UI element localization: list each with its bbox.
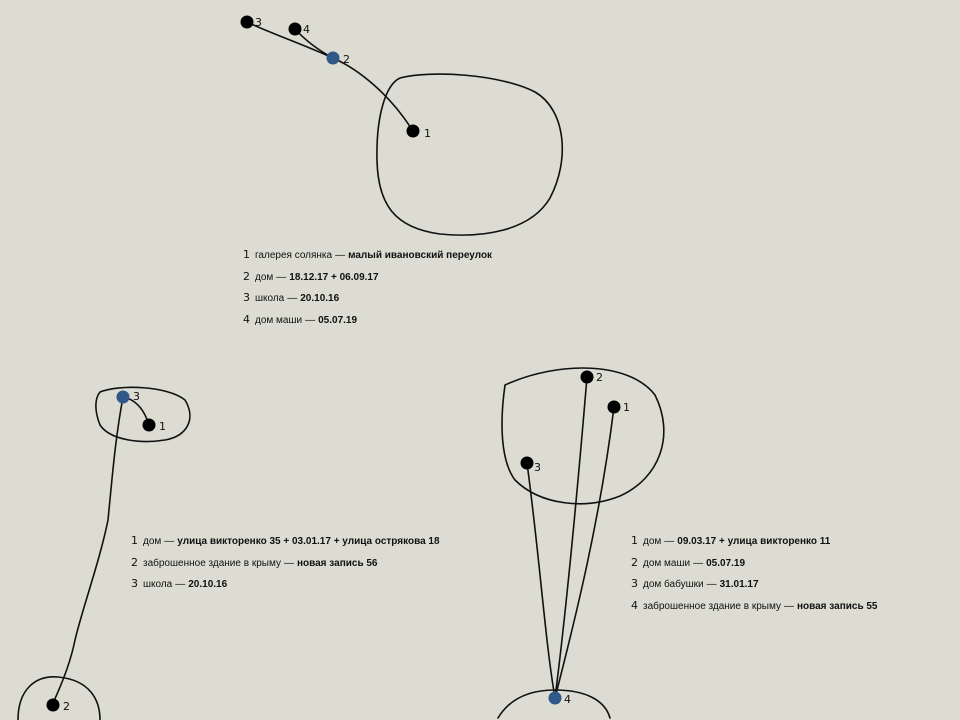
legend-row: 3 дом бабушки — 31.01.17 <box>631 577 878 599</box>
legend-row: 3 школа — 20.10.16 <box>131 577 440 599</box>
legend-separator: — <box>276 271 287 283</box>
map-2: 3 1 2 <box>17 386 191 720</box>
legend-number: 3 <box>631 577 638 590</box>
map3-point-4-label: 4 <box>564 693 571 706</box>
map3-point-1-label: 1 <box>623 401 630 414</box>
map3-point-2-label: 2 <box>596 371 603 384</box>
legend-separator: — <box>706 579 717 590</box>
legend-number: 2 <box>131 555 138 569</box>
legend-value: 20.10.16 <box>300 293 340 304</box>
legend-separator: — <box>164 536 175 547</box>
map2-region-outline-bottom <box>17 676 101 720</box>
map1-path-2-to-1 <box>332 57 414 132</box>
map-1: 1 2 3 4 <box>240 15 564 236</box>
legend-value: новая запись 56 <box>296 557 378 569</box>
map3-legend: 1 дом — 09.03.17 + улица викторенко 11 2… <box>631 534 878 620</box>
legend-value: 09.03.17 + улица викторенко 11 <box>677 536 831 547</box>
legend-row: 2 заброшенное здание в крыму — новая зап… <box>131 556 440 578</box>
map2-point-3 <box>116 390 130 404</box>
legend-row: 3 школа — 20.10.16 <box>243 291 492 313</box>
legend-separator: — <box>175 579 186 590</box>
legend-description: школа <box>255 293 285 304</box>
map3-point-1 <box>607 400 621 414</box>
map1-legend: 1 галерея солянка — малый ивановский пер… <box>243 248 492 334</box>
legend-description: дом маши <box>255 314 303 326</box>
legend-value: 20.10.16 <box>188 579 228 590</box>
legend-description: дом маши <box>643 557 691 569</box>
legend-separator: — <box>283 557 294 569</box>
map1-point-2-label: 2 <box>343 53 350 66</box>
legend-number: 2 <box>631 555 638 569</box>
map2-region-outline <box>95 386 191 443</box>
map2-point-1 <box>142 418 156 432</box>
map3-region-outline <box>501 367 665 505</box>
legend-separator: — <box>287 293 298 304</box>
legend-value: 05.07.19 <box>706 557 746 569</box>
legend-separator: — <box>664 536 675 547</box>
legend-row: 1 галерея солянка — малый ивановский пер… <box>243 248 492 270</box>
legend-row: 2 дом маши — 05.07.19 <box>631 556 878 578</box>
map1-region-outline <box>376 73 564 236</box>
legend-row: 4 дом маши — 05.07.19 <box>243 313 492 335</box>
legend-description: дом <box>255 271 274 283</box>
map2-point-3-label: 3 <box>133 390 140 403</box>
legend-description: дом <box>143 536 162 547</box>
map1-point-3-label: 3 <box>255 16 262 29</box>
legend-number: 4 <box>631 598 638 612</box>
map3-path-4-to-1 <box>554 406 615 699</box>
legend-number: 4 <box>243 312 250 326</box>
map2-point-1-label: 1 <box>159 420 166 433</box>
legend-number: 3 <box>243 291 250 304</box>
map1-path-3-to-2 <box>246 21 334 59</box>
map1-point-4-label: 4 <box>303 23 310 36</box>
map2-path-3-to-2 <box>52 396 124 704</box>
map-3: 2 1 3 4 <box>497 367 665 719</box>
map3-path-4-to-3 <box>526 462 556 699</box>
legend-description: дом бабушки <box>643 579 704 590</box>
legend-description: заброшенное здание в крыму <box>643 600 781 612</box>
map3-point-3-label: 3 <box>534 461 541 474</box>
legend-value: 05.07.19 <box>318 314 358 326</box>
map2-legend: 1 дом — улица викторенко 35 + 03.01.17 +… <box>131 534 440 599</box>
legend-value: 18.12.17 + 06.09.17 <box>289 271 379 283</box>
map3-point-3 <box>520 456 534 470</box>
legend-value: улица викторенко 35 + 03.01.17 + улица о… <box>177 536 440 547</box>
legend-description: галерея солянка <box>255 250 333 261</box>
legend-separator: — <box>305 314 316 326</box>
legend-number: 1 <box>131 534 138 547</box>
legend-value: новая запись 55 <box>796 600 878 612</box>
map3-path-4-to-2 <box>554 376 588 699</box>
legend-number: 2 <box>243 269 250 283</box>
map3-point-2 <box>580 370 594 384</box>
map1-point-3 <box>240 15 254 29</box>
legend-description: заброшенное здание в крыму <box>143 557 281 569</box>
legend-number: 1 <box>243 248 250 261</box>
legend-separator: — <box>783 600 794 612</box>
map2-point-2 <box>46 698 60 712</box>
map3-region-outline-bottom <box>497 689 611 719</box>
legend-separator: — <box>693 557 704 569</box>
map1-point-1 <box>406 124 420 138</box>
map1-point-4 <box>288 22 302 36</box>
legend-value: 31.01.17 <box>719 579 759 590</box>
legend-number: 1 <box>631 534 638 547</box>
map3-point-4 <box>548 691 562 705</box>
legend-value: малый ивановский переулок <box>348 250 493 261</box>
legend-description: школа <box>143 579 173 590</box>
map2-point-2-label: 2 <box>63 700 70 713</box>
legend-row: 1 дом — 09.03.17 + улица викторенко 11 <box>631 534 878 556</box>
map1-point-2 <box>326 51 340 65</box>
legend-separator: — <box>335 250 346 261</box>
legend-description: дом <box>643 536 662 547</box>
map1-point-1-label: 1 <box>424 127 431 140</box>
legend-row: 4 заброшенное здание в крыму — новая зап… <box>631 599 878 621</box>
legend-number: 3 <box>131 577 138 590</box>
legend-row: 2 дом — 18.12.17 + 06.09.17 <box>243 270 492 292</box>
legend-row: 1 дом — улица викторенко 35 + 03.01.17 +… <box>131 534 440 556</box>
